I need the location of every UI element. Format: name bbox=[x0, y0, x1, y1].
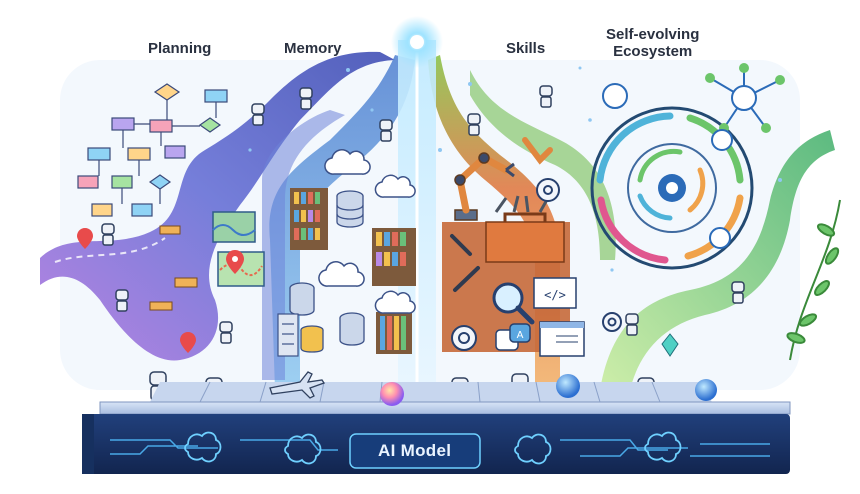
self-evolving-label-line1: Self-evolving bbox=[606, 26, 699, 43]
memory-label: Memory bbox=[284, 40, 342, 57]
planning-label: Planning bbox=[148, 40, 211, 57]
ai-model-label: AI Model bbox=[378, 441, 451, 461]
svg-text:</>: </> bbox=[544, 288, 566, 302]
self-evolving-label-line2: Ecosystem bbox=[606, 43, 699, 60]
svg-text:A: A bbox=[517, 330, 524, 341]
code-icon: </> bbox=[534, 278, 576, 308]
browser-window-icon bbox=[540, 322, 584, 356]
self-evolving-ecosystem-label: Self-evolving Ecosystem bbox=[606, 26, 699, 60]
skills-label: Skills bbox=[506, 40, 545, 57]
server-icon bbox=[278, 314, 298, 356]
